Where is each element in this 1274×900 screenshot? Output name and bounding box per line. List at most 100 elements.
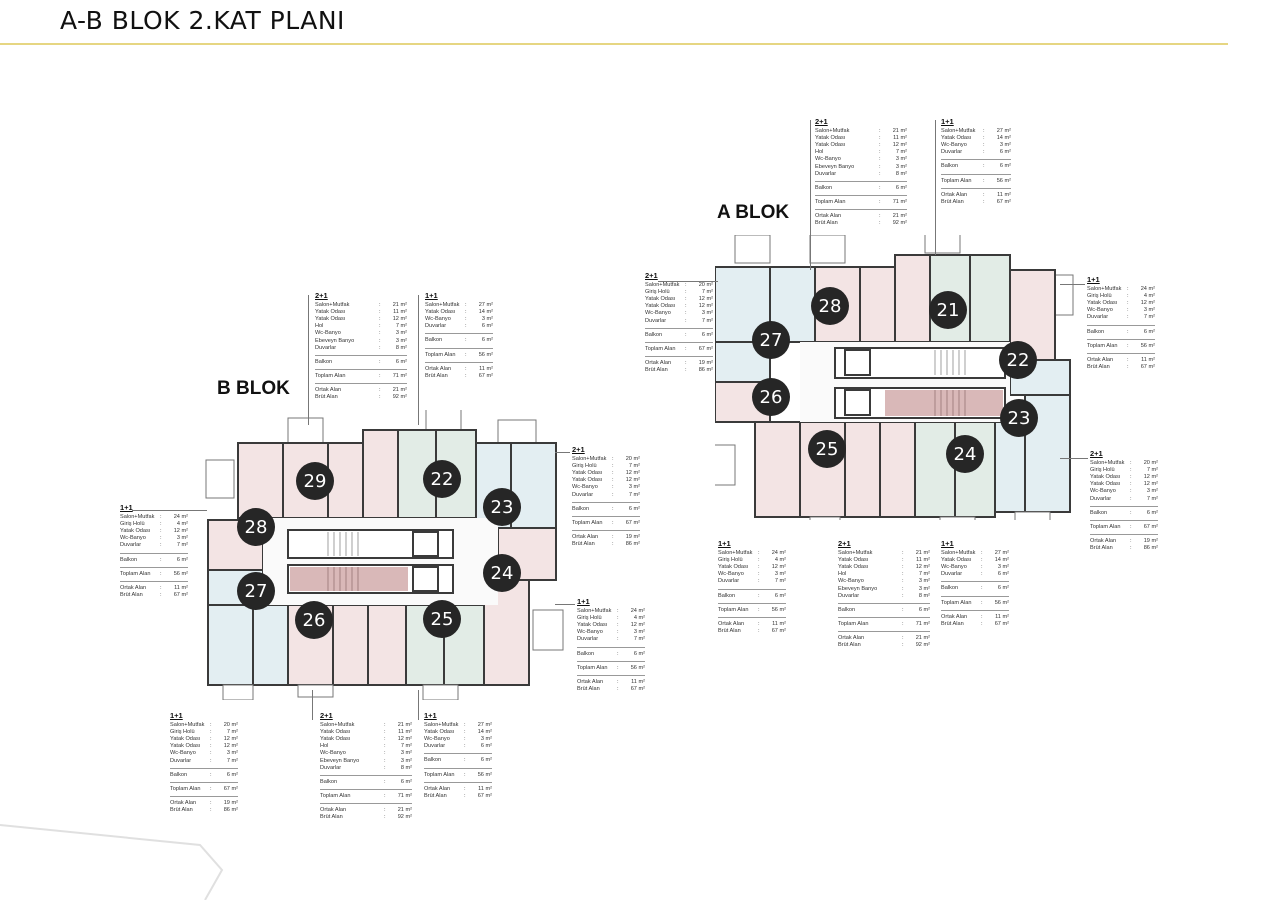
legend-key: Salon+Mutfak [170,722,205,729]
legend-row: Salon+Mutfak:21 m² [320,722,412,729]
legend-value: 11 m² [479,365,493,372]
legend-b-left-1plus1: 1+1 Salon+Mutfak:24 m² Giriş Holü:4 m² Y… [120,504,188,599]
legend-key: Duvarlar [1090,495,1112,502]
legend-value: 6 m² [395,358,407,365]
legend-colon: : [902,571,904,578]
legend-type: 2+1 [645,271,658,280]
legend-value: 6 m² [480,743,492,750]
legend-colon: : [758,627,760,634]
legend-value: 11 m² [997,191,1011,198]
legend-key: Ebeveyn Banyo [315,337,355,344]
legend-key: Brüt Alan [1087,363,1110,370]
legend-value: 12 m² [173,528,188,535]
legend-key: Salon+Mutfak [120,514,155,521]
legend-value: 8 m² [395,344,407,351]
legend-colon: : [464,743,466,750]
legend-value: 4 m² [633,615,645,622]
legend-key: Duvarlar [645,317,667,324]
legend-divider [572,529,640,531]
unit-badge-27: 27 [237,572,275,610]
legend-value: 11 m² [174,584,188,591]
legend-key: Yatak Odası [315,309,346,316]
unit-badge-21: 21 [929,291,967,329]
legend-key: Duvarlar [424,743,446,750]
legend-value: 11 m² [1141,356,1155,363]
legend-value: 20 m² [1143,460,1158,467]
legend-value: 19 m² [698,359,713,366]
legend-key: Duvarlar [320,764,342,771]
legend-colon: : [983,198,985,205]
legend-value: 14 m² [996,135,1011,142]
legend-row: Wc-Banyo:3 m² [941,564,1009,571]
legend-key: Toplam Alan [425,351,456,358]
block-a-label: A BLOK [717,202,790,223]
legend-colon: : [879,220,881,227]
legend-row: Salon+Mutfak:27 m² [941,550,1009,557]
legend-colon: : [464,729,466,736]
leader-line [312,690,313,720]
legend-key: Toplam Alan [577,664,608,671]
legend-key: Toplam Alan [1090,523,1121,530]
legend-row: Balkon:6 m² [425,337,493,344]
legend-row: Balkon:6 m² [170,772,238,779]
legend-key: Yatak Odası [320,736,351,743]
legend-key: Wc-Banyo [315,330,341,337]
legend-divider [320,788,412,790]
legend-row: Yatak Odası:12 m² [838,564,930,571]
legend-divider [815,180,907,182]
legend-key: Ortak Alan [425,365,452,372]
legend-divider [815,194,907,196]
legend-row: Brüt Alan:92 m² [320,814,412,821]
legend-value: 24 m² [173,514,188,521]
legend-value: 3 m² [395,337,407,344]
legend-colon: : [379,386,381,393]
legend-colon: : [879,135,881,142]
legend-ortak: Ortak Alan:21 m² [815,213,907,220]
legend-colon: : [685,282,687,289]
legend-divider [577,646,645,648]
legend-value: 7 m² [895,149,907,156]
legend-row: Toplam Alan:67 m² [170,786,238,793]
legend-value: 3 m² [918,585,930,592]
legend-key: Yatak Odası [815,142,846,149]
legend-divider [1090,505,1158,507]
legend-value: 86 m² [625,540,640,547]
legend-value: 21 m² [397,806,412,813]
legend-key: Ortak Alan [1087,356,1114,363]
legend-divider [645,327,713,329]
legend-colon: : [758,620,760,627]
legend-row: Toplam Alan:56 m² [718,607,786,614]
legend-key: Balkon [815,184,833,191]
legend-row: Brüt Alan:67 m² [941,199,1011,206]
legend-toplam: Toplam Alan:71 m² [815,199,907,206]
unit-badge-23: 23 [483,488,521,526]
legend-row: Yatak Odası:11 m² [838,557,930,564]
legend-value: 56 m² [478,351,493,358]
legend-value: 92 m² [392,394,407,401]
legend-key: Hol [315,323,324,330]
legend-row: Duvarlar:7 m² [1090,496,1158,503]
legend-value: 11 m² [893,135,907,142]
legend-value: 6 m² [176,556,188,563]
legend-divider [320,774,412,776]
legend-row: Wc-Banyo:3 m² [572,484,640,491]
legend-key: Wc-Banyo [838,578,864,585]
legend-row: Brüt Alan:92 m² [838,642,930,649]
legend-colon: : [612,470,614,477]
legend-colon: : [612,477,614,484]
legend-colon: : [983,128,985,135]
legend-key: Yatak Odası [577,622,608,629]
legend-value: 21 m² [915,634,930,641]
leader-line [132,510,207,511]
legend-value: 12 m² [1140,300,1155,307]
leader-line [418,690,419,720]
legend-colon: : [685,310,687,317]
legend-key: Yatak Odası [320,729,351,736]
legend-divider [170,767,238,769]
legend-colon: : [902,606,904,613]
legend-key: Balkon [645,331,663,338]
legend-divider [320,802,412,804]
legend-colon: : [384,778,386,785]
legend-key: Toplam Alan [645,345,676,352]
legend-row: Balkon:6 m² [577,651,645,658]
